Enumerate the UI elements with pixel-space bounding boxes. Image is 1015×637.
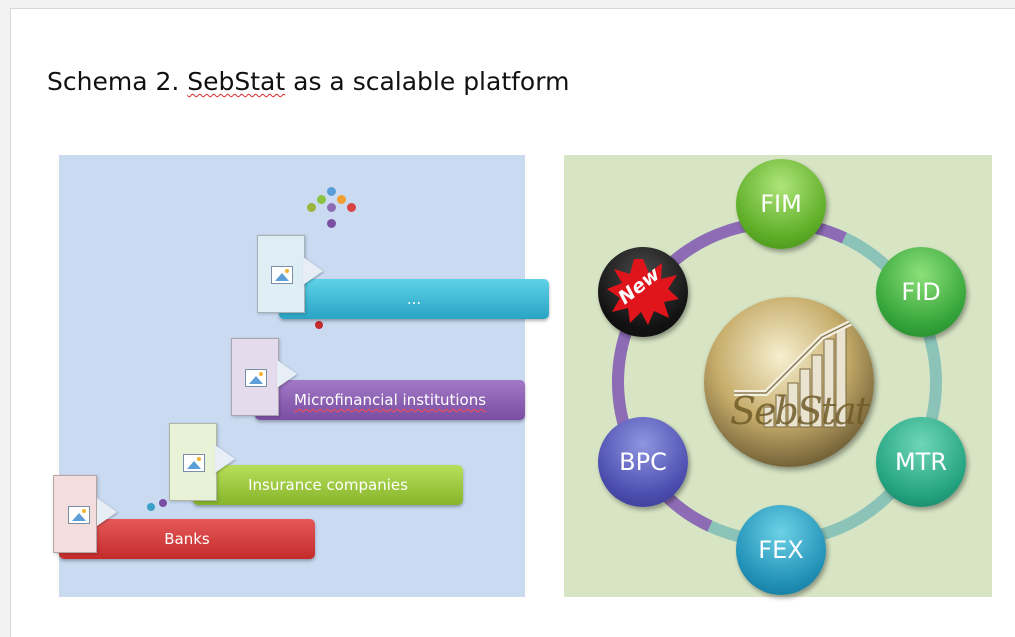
decor-dot bbox=[347, 203, 356, 212]
module-node-fim: FIM bbox=[736, 159, 826, 249]
title-prefix: Schema 2. bbox=[47, 67, 188, 96]
image-placeholder-icon bbox=[68, 506, 90, 524]
institutions-diagram: ... Microfinancial institutions Insuranc… bbox=[53, 155, 549, 597]
step-bar-microfinancial: Microfinancial institutions bbox=[255, 380, 525, 420]
bar-chart-icon bbox=[734, 318, 856, 428]
document-page: Schema 2. SebStat as a scalable platform… bbox=[10, 8, 1015, 637]
module-node-new: New bbox=[598, 247, 688, 337]
module-node-bpc: BPC bbox=[598, 417, 688, 507]
step-card-more bbox=[257, 235, 305, 313]
decor-dot bbox=[307, 203, 316, 212]
step-card-banks bbox=[53, 475, 97, 553]
module-label-mtr: MTR bbox=[894, 448, 948, 476]
step-bar-insurance: Insurance companies bbox=[193, 465, 463, 505]
sebstat-center-logo: SebStat bbox=[704, 297, 874, 467]
module-label-fim: FIM bbox=[760, 190, 802, 218]
arrow-right-icon bbox=[215, 445, 235, 473]
step-bar-banks: Banks bbox=[59, 519, 315, 559]
arrow-right-icon bbox=[303, 257, 323, 285]
module-label-fid: FID bbox=[901, 278, 941, 306]
module-node-fex: FEX bbox=[736, 505, 826, 595]
module-label-fex: FEX bbox=[758, 536, 804, 564]
title-brand: SebStat bbox=[187, 67, 286, 96]
starburst-icon bbox=[607, 259, 679, 325]
title-suffix: as a scalable platform bbox=[285, 67, 570, 96]
modules-diagram: SebStat FIM FID MTR FEX BPC New bbox=[564, 155, 992, 597]
image-placeholder-icon bbox=[183, 454, 205, 472]
arrow-right-icon bbox=[277, 360, 297, 388]
decor-dot bbox=[317, 195, 326, 204]
image-placeholder-icon bbox=[245, 369, 267, 387]
decor-dot bbox=[315, 321, 323, 329]
step-label-microfinancial: Microfinancial institutions bbox=[293, 391, 487, 409]
decor-dot bbox=[327, 203, 336, 212]
step-label-more: ... bbox=[406, 290, 422, 308]
decor-dot bbox=[147, 503, 155, 511]
decor-dot bbox=[327, 187, 336, 196]
step-label-banks: Banks bbox=[164, 530, 210, 548]
step-bar-more: ... bbox=[279, 279, 549, 319]
decor-dot bbox=[337, 195, 346, 204]
step-card-microfinancial bbox=[231, 338, 279, 416]
module-label-bpc: BPC bbox=[619, 448, 667, 476]
module-node-fid: FID bbox=[876, 247, 966, 337]
step-label-insurance: Insurance companies bbox=[248, 476, 408, 494]
step-card-insurance bbox=[169, 423, 217, 501]
arrow-right-icon bbox=[97, 498, 117, 526]
image-placeholder-icon bbox=[271, 266, 293, 284]
sebstat-logo-text: SebStat bbox=[730, 389, 870, 433]
page-title: Schema 2. SebStat as a scalable platform bbox=[47, 67, 569, 96]
decor-dot bbox=[327, 219, 336, 228]
module-node-mtr: MTR bbox=[876, 417, 966, 507]
decor-dot bbox=[159, 499, 167, 507]
